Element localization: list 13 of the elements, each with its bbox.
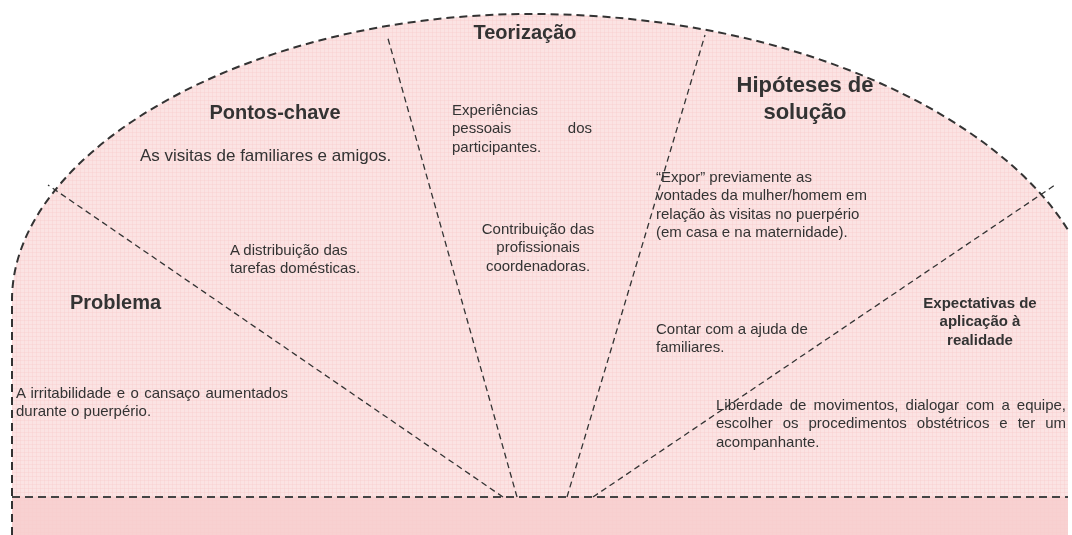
sector-text: Experiências pessoais dos participantes. xyxy=(452,101,592,156)
sector-heading: Teorização xyxy=(472,20,578,45)
sector-heading: Hipóteses de solução xyxy=(735,72,875,126)
sector-text: A irritabilidade e o cansaço aumentados durante o puerpério. xyxy=(16,384,288,421)
sector-text: As visitas de familiares e amigos. xyxy=(140,146,393,167)
sector-heading: Problema xyxy=(70,290,163,315)
sector-text: Contar com a ajuda de familiares. xyxy=(656,320,809,357)
sector-heading: Expectativas de aplicação à realidade xyxy=(922,294,1038,349)
sector-text: Liberdade de movimentos, dialogar com a equipe, escolher os procedimentos obstétricos e ter um acompanhante. xyxy=(716,396,1066,451)
sector-text: “Expor” previamente as vontades da mulher/homem em relação às visitas no puerpério (em casa e na maternidade). xyxy=(656,168,868,242)
sector-text: Contribuição das profissionais coordenadoras. xyxy=(480,220,596,275)
sector-text: A distribuição das tarefas domésticas. xyxy=(230,241,362,278)
sector-heading: Pontos-chave xyxy=(208,100,342,125)
